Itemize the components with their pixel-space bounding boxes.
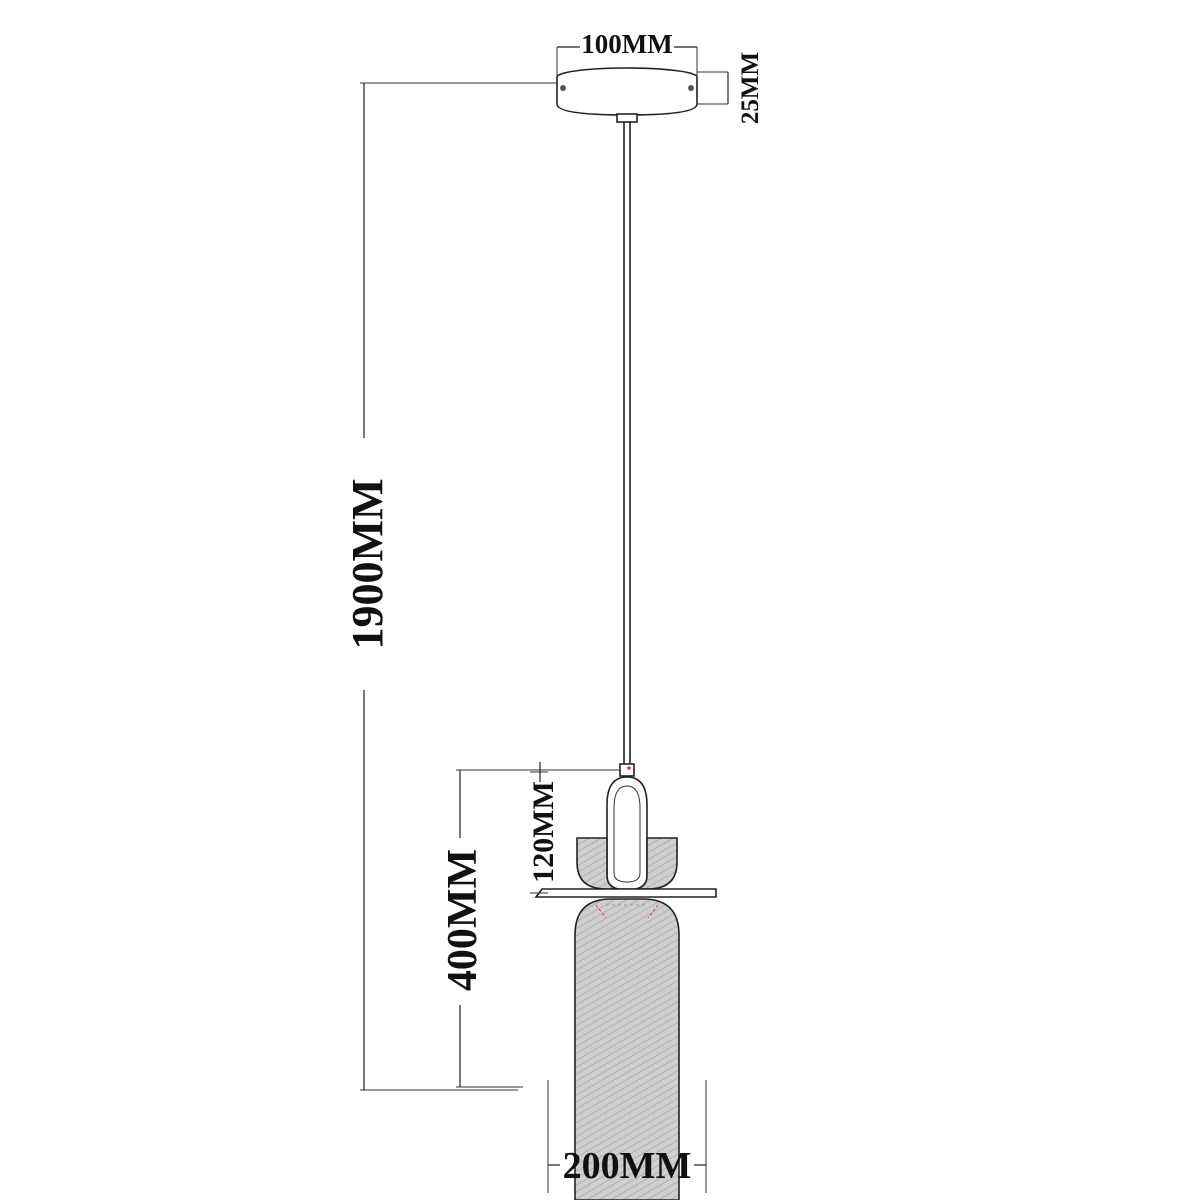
lamp-height-label: 400MM xyxy=(440,849,486,991)
upper-cup xyxy=(576,837,678,891)
dimension-canopy-height: 25MM xyxy=(697,52,764,124)
dimension-shade-width: 200MM xyxy=(547,1080,707,1193)
canopy-width-label: 100MM xyxy=(581,29,672,59)
lamp-shade xyxy=(574,898,680,1200)
overall-drop-label: 1900MM xyxy=(343,478,392,649)
dimension-loop-height: 120MM xyxy=(527,762,560,894)
dimension-lamp-height: 400MM xyxy=(440,769,620,1088)
lamp-connector xyxy=(606,763,648,891)
disc-plate xyxy=(534,888,717,898)
loop-height-label: 120MM xyxy=(527,781,560,883)
dimension-overall-drop: 1900MM xyxy=(343,82,557,1091)
suspension-cable xyxy=(623,122,631,765)
dimension-canopy-width: 100MM xyxy=(556,29,698,77)
canopy xyxy=(556,67,698,123)
shade-width-label: 200MM xyxy=(563,1145,692,1187)
canopy-height-label: 25MM xyxy=(737,52,764,124)
